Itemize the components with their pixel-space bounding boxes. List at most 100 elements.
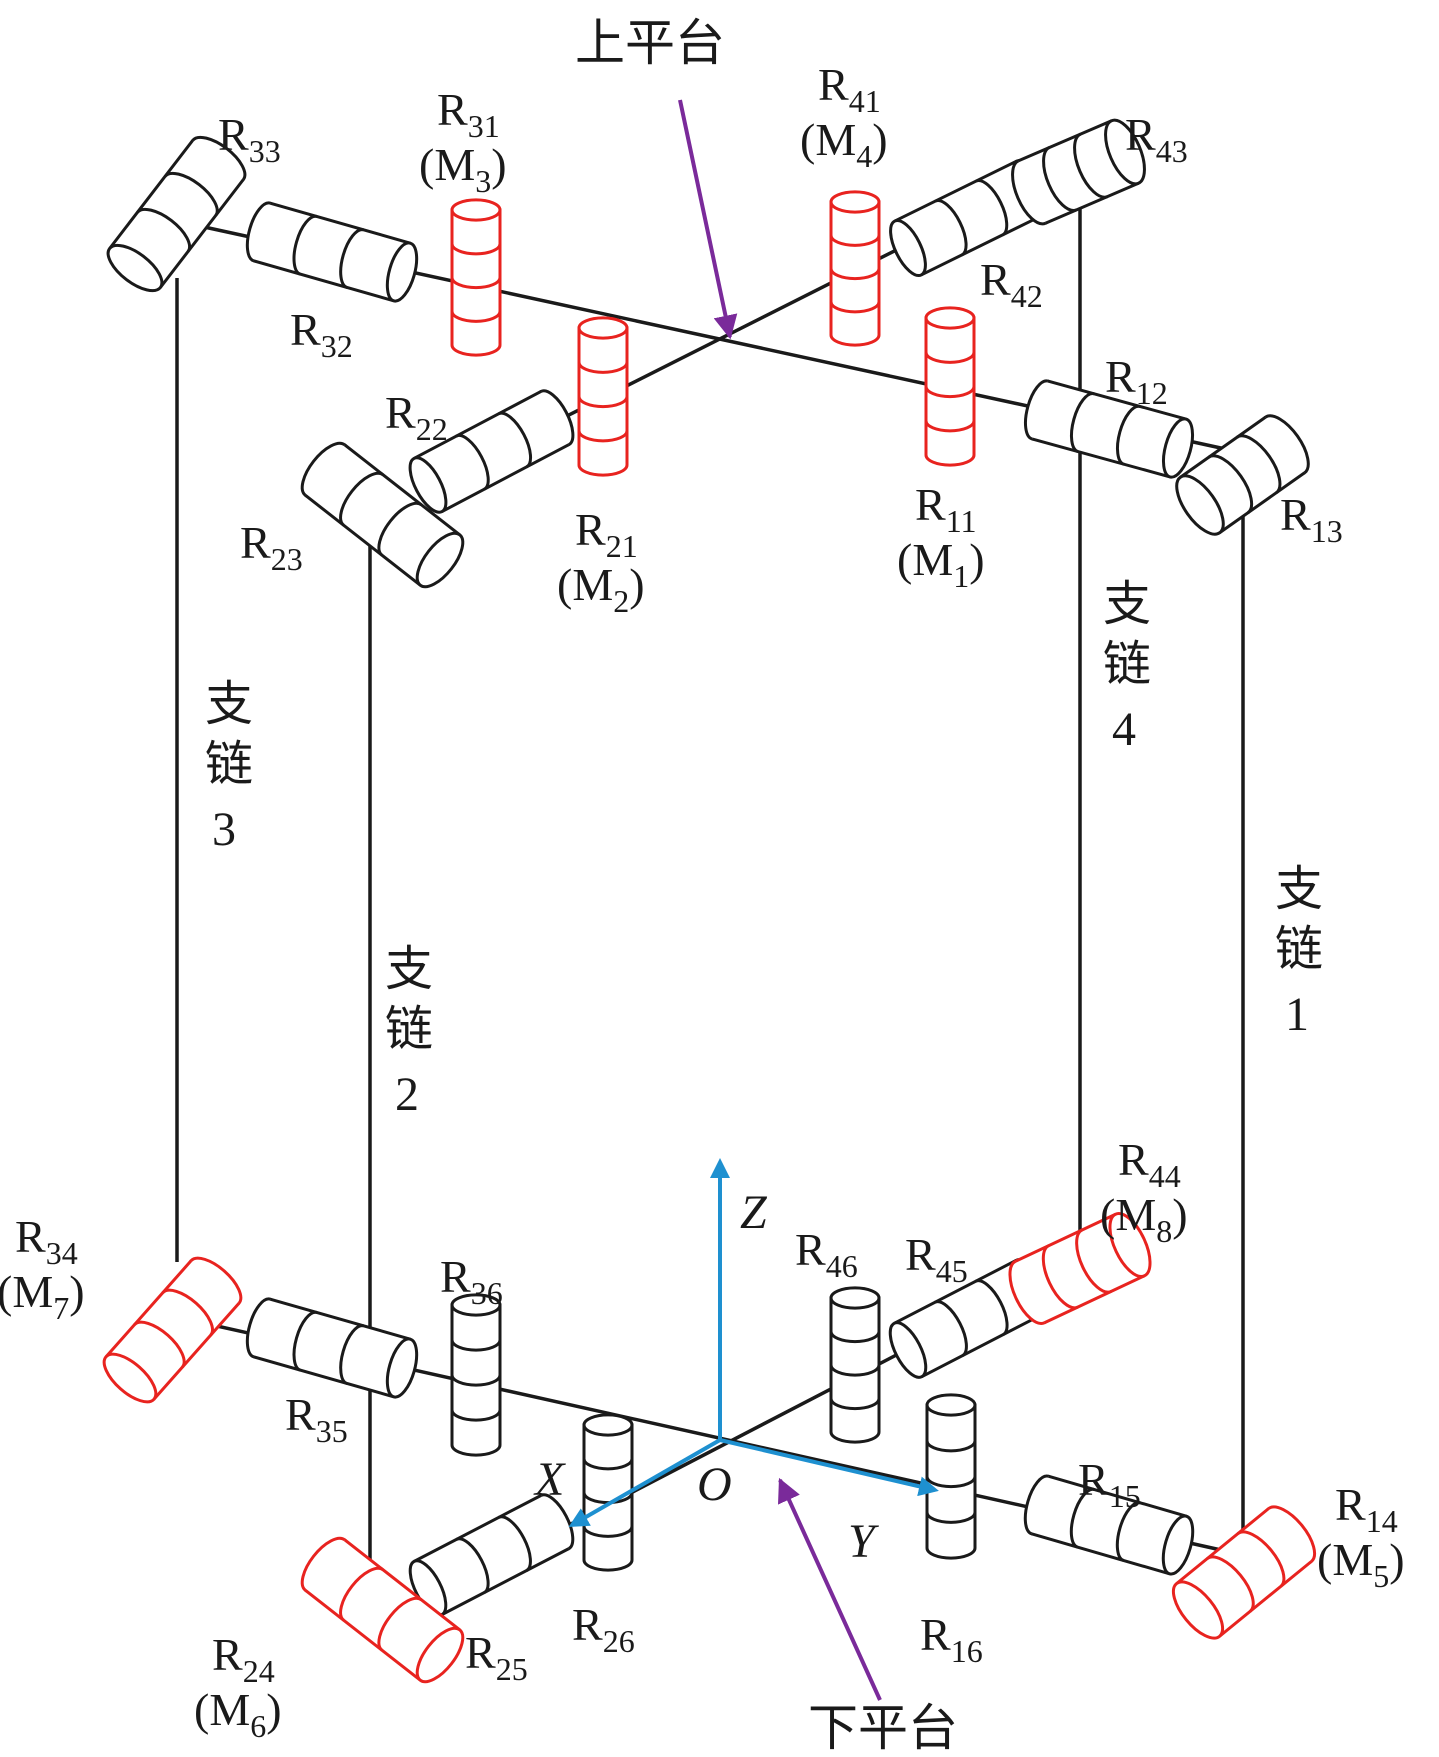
joint-cylinder-r35 [245, 1297, 419, 1399]
joint-name: R34 [15, 1211, 78, 1271]
joint-name: R23 [240, 517, 303, 577]
joint-name: R25 [465, 1627, 528, 1687]
joint-cylinder-r22 [408, 389, 575, 514]
joint-name: R46 [795, 1224, 858, 1284]
joint-cylinder-r32 [245, 201, 419, 303]
joint-label-r36: R36 [440, 1251, 503, 1311]
joint-name: R45 [905, 1229, 968, 1289]
joint-label-r46: R46 [795, 1224, 858, 1284]
joint-name: R21 [575, 504, 638, 564]
joint-label-r21: R21(M2) [557, 504, 645, 619]
joint-name: R14 [1335, 1479, 1398, 1539]
chain-label-1: 支 链 1 [1275, 861, 1323, 1041]
joint-cylinder-r26 [582, 1413, 634, 1572]
joint-cylinder-r43 [1011, 118, 1146, 226]
upper-platform-arrow [678, 99, 738, 340]
joint-cylinder-r23 [300, 441, 465, 589]
motor-name: (M4) [800, 114, 888, 174]
joint-cylinder-r24 [300, 1536, 465, 1684]
joint-cylinder-r15 [1023, 1474, 1195, 1576]
joint-name: R42 [980, 254, 1043, 314]
joint-name: R43 [1125, 109, 1188, 169]
coordinate-axes: Z Y X O [533, 1158, 939, 1568]
links [175, 163, 1245, 1607]
joint-label-r35: R35 [285, 1389, 348, 1449]
joint-name: R15 [1078, 1454, 1141, 1514]
joint-cylinder-r12 [1023, 379, 1195, 479]
motor-name: (M5) [1317, 1534, 1405, 1594]
joint-name: R22 [385, 387, 448, 447]
motor-name: (M6) [194, 1684, 282, 1744]
motor-name: (M2) [557, 559, 645, 619]
chain-label-4: 支 链 4 [1103, 576, 1151, 756]
motor-name: (M3) [419, 139, 507, 199]
joint-name: R16 [920, 1609, 983, 1669]
chain-1-num: 1 [1285, 988, 1309, 1041]
joint-cylinder-r16 [925, 1393, 977, 1560]
joint-label-r11: R11(M1) [897, 479, 985, 594]
joint-label-r31: R31(M3) [419, 84, 507, 199]
joint-label-r22: R22 [385, 387, 448, 447]
joint-name: R44 [1118, 1134, 1181, 1194]
joint-label-r45: R45 [905, 1229, 968, 1289]
joint-name: R35 [285, 1389, 348, 1449]
joint-label-r34: R34(M7) [0, 1211, 85, 1326]
joint-cylinder-r31 [450, 198, 502, 357]
chain-4-line2: 链 [1103, 636, 1151, 692]
joint-label-r41: R41(M4) [800, 59, 888, 174]
joint-cylinder-r25 [408, 1493, 575, 1617]
z-axis-label: Z [740, 1186, 768, 1239]
joint-label-r25: R25 [465, 1627, 528, 1687]
joint-name: R12 [1105, 351, 1168, 411]
joint-name: R41 [818, 59, 881, 119]
joint-cylinders [102, 118, 1317, 1684]
chain-label-2: 支 链 2 [385, 941, 433, 1121]
joint-name: R31 [437, 84, 500, 144]
joint-label-r16: R16 [920, 1609, 983, 1669]
origin-label: O [697, 1458, 732, 1511]
joint-name: R33 [218, 109, 281, 169]
joint-cylinder-r13 [1175, 414, 1310, 536]
chain-3-line1: 支 [205, 676, 253, 732]
joint-label-r23: R23 [240, 517, 303, 577]
joint-labels: R11(M1)R12R13R14(M5)R15R16R21(M2)R22R23R… [0, 59, 1405, 1744]
joint-cylinder-r11 [924, 306, 976, 467]
chain-1-line2: 链 [1275, 921, 1323, 977]
joint-label-r44: R44(M8) [1100, 1134, 1188, 1249]
y-axis-label: Y [848, 1515, 879, 1568]
joint-name: R13 [1280, 489, 1343, 549]
chain-3-line2: 链 [205, 736, 253, 792]
chain-1-line1: 支 [1275, 861, 1323, 917]
joint-cylinder-r14 [1171, 1505, 1317, 1640]
joint-cylinder-r44 [1008, 1212, 1152, 1325]
joint-label-r24: R24(M6) [194, 1629, 282, 1744]
motor-name: (M7) [0, 1266, 85, 1326]
motor-name: (M1) [897, 534, 985, 594]
joint-name: R32 [290, 304, 353, 364]
joint-cylinder-r34 [102, 1256, 243, 1404]
x-axis-label: X [533, 1453, 566, 1506]
joint-label-r32: R32 [290, 304, 353, 364]
lower-platform-arrow [778, 1477, 882, 1701]
upper-platform-title: 上平台 [575, 14, 725, 72]
joint-label-r14: R14(M5) [1317, 1479, 1405, 1594]
chain-2-num: 2 [395, 1068, 419, 1121]
y-axis [719, 1438, 939, 1497]
joint-label-r26: R26 [572, 1599, 635, 1659]
x-axis [568, 1438, 721, 1527]
lower-platform-title: 下平台 [808, 1699, 958, 1757]
joint-name: R36 [440, 1251, 503, 1311]
chain-2-line2: 链 [385, 1001, 433, 1057]
joint-label-r12: R12 [1105, 351, 1168, 411]
joint-label-r15: R15 [1078, 1454, 1141, 1514]
joint-label-r33: R33 [218, 109, 281, 169]
joint-cylinder-r46 [829, 1286, 881, 1444]
joint-label-r13: R13 [1280, 489, 1343, 549]
joint-name: R26 [572, 1599, 635, 1659]
motor-name: (M8) [1100, 1189, 1188, 1249]
chain-label-3: 支 链 3 [205, 676, 253, 856]
chain-4-line1: 支 [1103, 576, 1151, 632]
joint-cylinder-r36 [450, 1293, 502, 1457]
joint-name: R24 [212, 1629, 275, 1689]
